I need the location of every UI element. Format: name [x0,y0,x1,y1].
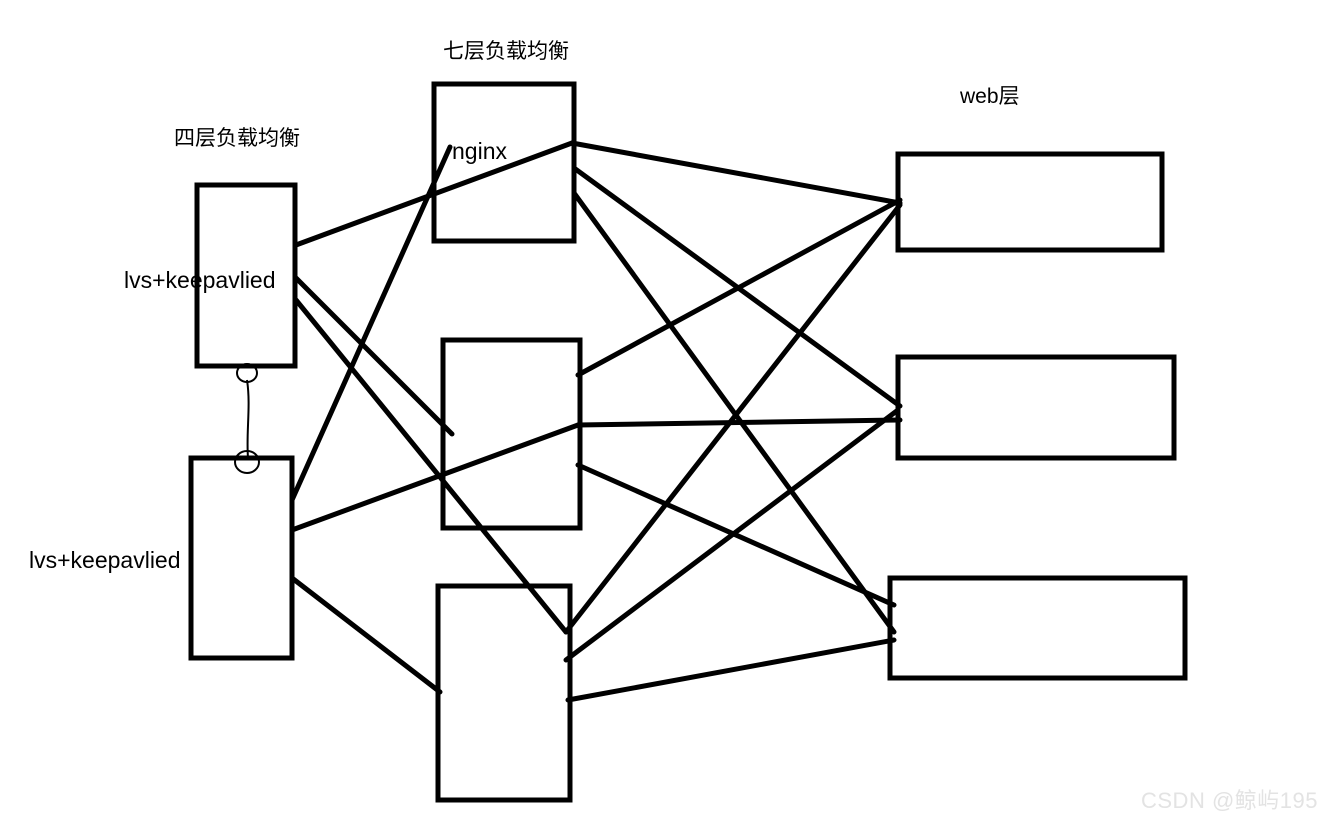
connection-line [571,190,897,635]
vrrp-heartbeat-line [246,379,250,459]
node-label-lvs-backup: lvs+keepavlied [29,547,181,573]
node-box[interactable] [440,337,583,531]
node-box[interactable] [435,583,573,803]
connection-line [289,144,453,503]
title-layer7: 七层负载均衡 [443,40,569,63]
node-box[interactable] [431,81,577,244]
vrrp-bottom-marker [234,450,260,474]
title-layer4: 四层负载均衡 [174,127,300,150]
connection-line [569,140,903,206]
node-box[interactable] [887,575,1188,681]
node-box[interactable] [194,182,298,369]
node-label-nginx-1: nginx [452,138,507,164]
connection-line [289,422,581,533]
connection-line [565,637,897,703]
node-box[interactable] [188,455,295,661]
connection-line [293,275,455,437]
vrrp-top-marker [236,363,258,383]
connection-line [563,202,903,635]
connection-line [563,407,901,663]
title-web: web层 [960,85,1020,108]
node-label-lvs-master: lvs+keepavlied [124,267,276,293]
connection-line [289,575,443,695]
node-box[interactable] [895,354,1177,461]
watermark: CSDN @鲸屿195 [1141,788,1318,813]
connection-line [575,417,903,428]
vrrp-heartbeat-group [234,363,260,474]
connection-line [575,197,903,378]
connection-lines-group [289,140,903,703]
node-box[interactable] [895,151,1165,253]
node-boxes-group [188,81,1188,803]
connection-line [293,297,569,635]
